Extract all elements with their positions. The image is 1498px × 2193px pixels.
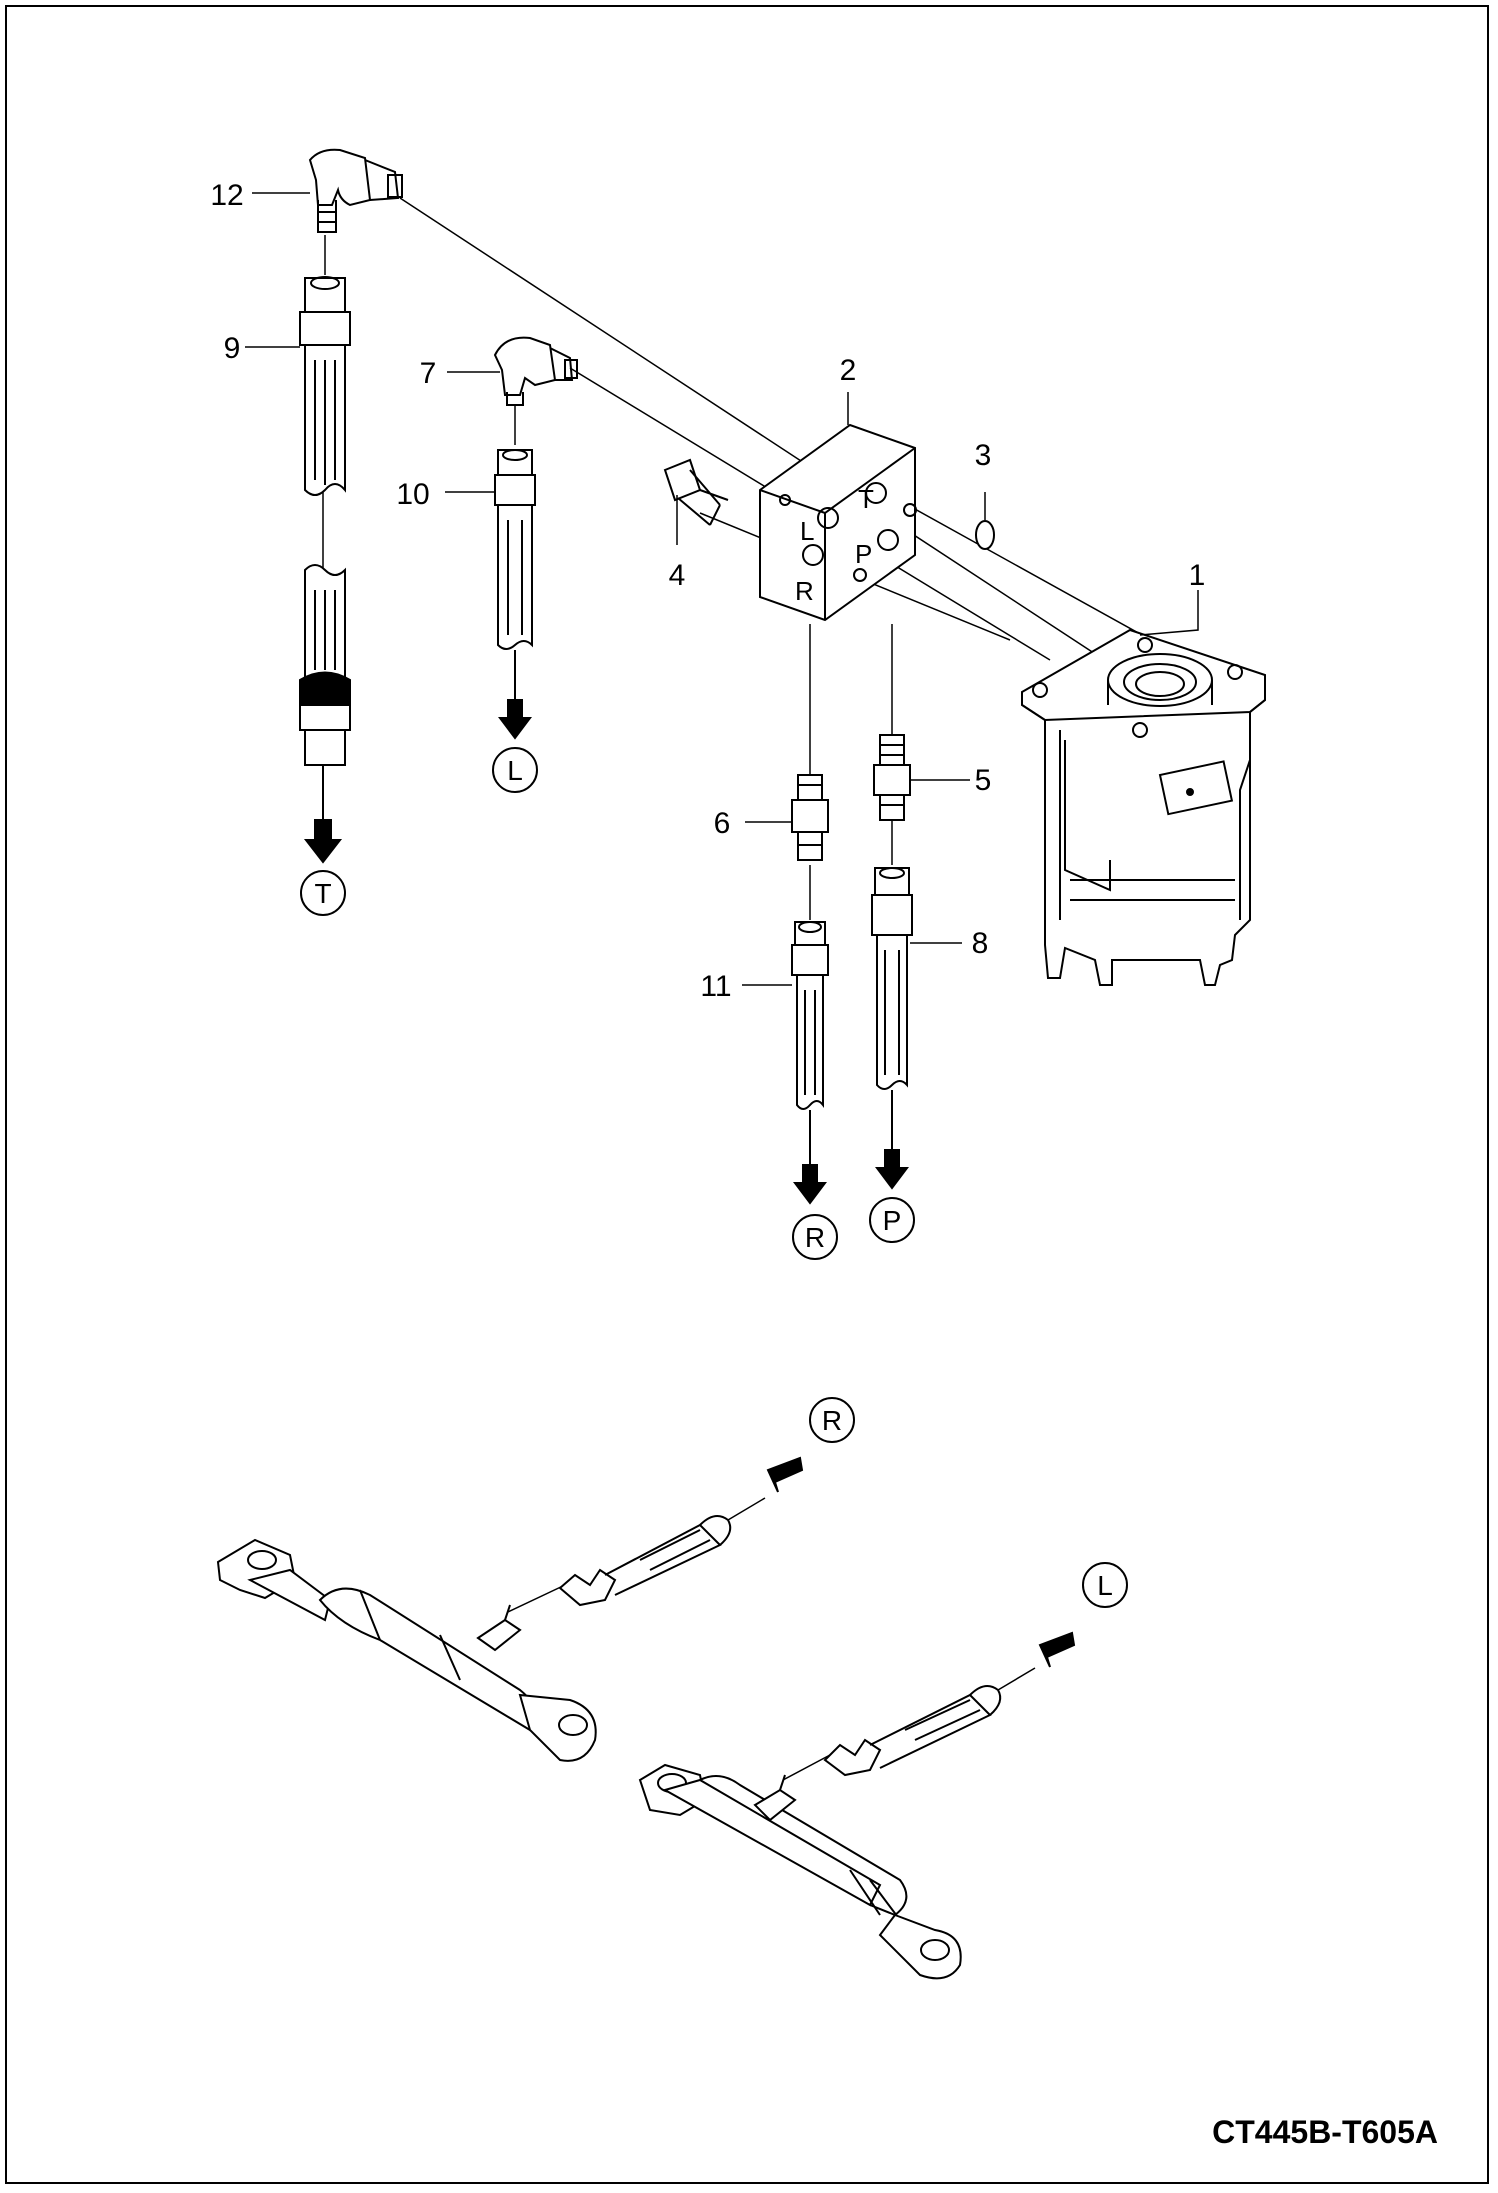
callout-labels: 1 2 3 4 5 6 7 8 9 10 11 12 — [210, 179, 1205, 1003]
port-label-P: P — [855, 539, 872, 569]
hose-9 — [299, 276, 351, 864]
drawing-frame — [5, 5, 1489, 2184]
callout-12: 12 — [210, 179, 243, 212]
callout-11: 11 — [700, 970, 731, 1003]
connection-R: R — [805, 1222, 825, 1253]
callout-leaders — [245, 192, 1199, 986]
callout-2: 2 — [840, 354, 857, 387]
bolt — [663, 458, 729, 526]
port-block: L T R P — [759, 423, 917, 622]
callout-4: 4 — [669, 559, 686, 592]
callout-7: 7 — [420, 357, 437, 390]
assembly-lines — [322, 197, 1161, 920]
elbow-fitting-7 — [493, 336, 578, 406]
connection-L: L — [507, 755, 523, 786]
connection-P: P — [883, 1205, 902, 1236]
port-label-L: L — [800, 516, 814, 546]
figure-code: CT445B-T605A — [1212, 2114, 1438, 2150]
callout-5: 5 — [975, 764, 992, 797]
callout-6: 6 — [714, 807, 731, 840]
callout-8: 8 — [972, 927, 989, 960]
callout-10: 10 — [396, 478, 429, 511]
steering-unit — [1021, 628, 1266, 986]
elbow-fitting-12 — [308, 148, 403, 233]
callout-3: 3 — [975, 439, 992, 472]
port-label-T: T — [858, 484, 874, 514]
callout-9: 9 — [224, 332, 241, 365]
connection-bottom-R: R — [822, 1405, 842, 1436]
port-label-R: R — [795, 576, 814, 606]
callout-1: 1 — [1189, 559, 1206, 592]
connection-bottom-L: L — [1097, 1570, 1113, 1601]
connection-T: T — [314, 878, 331, 909]
adapter-5 — [873, 734, 911, 821]
o-ring — [975, 520, 995, 550]
hose-11 — [791, 921, 829, 1205]
hose-10 — [494, 449, 536, 740]
cylinder-right: R — [216, 1397, 855, 1762]
connection-markers-top: T L R P — [300, 747, 915, 1260]
hose-8 — [871, 867, 913, 1190]
cylinder-left: L — [638, 1562, 1128, 1980]
adapter-6 — [791, 774, 829, 861]
